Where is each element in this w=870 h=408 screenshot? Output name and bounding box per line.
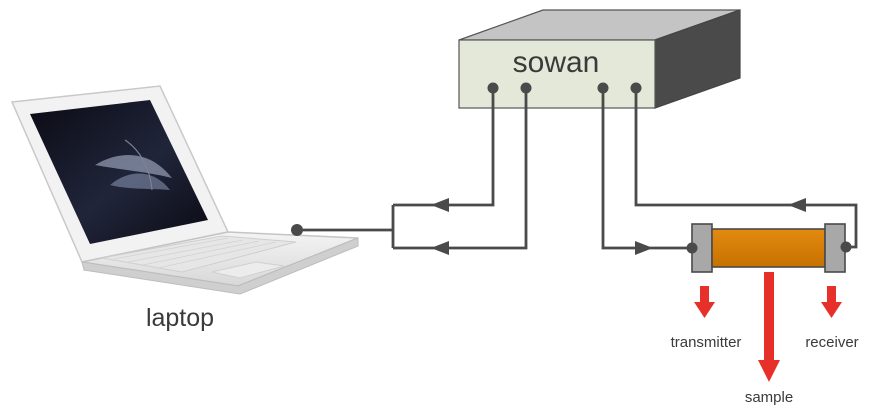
arrow-left-icon — [788, 198, 806, 212]
laptop-keyboard — [101, 235, 297, 273]
port-connector — [520, 82, 532, 94]
wiring — [297, 88, 858, 250]
wire-port-3 — [601, 88, 690, 250]
receiver-connector — [840, 241, 852, 253]
port-connector — [597, 82, 609, 94]
sample-assembly — [686, 223, 852, 273]
transmitter-connector — [686, 242, 698, 254]
transmitter-label: transmitter — [671, 334, 742, 351]
wire-port-2 — [393, 88, 528, 250]
laptop-label: laptop — [146, 304, 214, 332]
laptop-trackpad — [211, 261, 285, 279]
sowan-device — [458, 9, 741, 109]
arrow-left-icon — [431, 241, 449, 255]
wallpaper-leaf-icon — [95, 139, 172, 191]
laptop-illustration — [10, 85, 359, 295]
laptop-screen — [30, 100, 208, 244]
wire-arrows — [431, 198, 806, 255]
sample-pointer-arrow-icon — [758, 272, 780, 382]
pointer-arrows — [694, 272, 842, 382]
device-ports — [291, 82, 642, 236]
device-label: sowan — [513, 46, 600, 79]
wire-port-1 — [393, 88, 495, 207]
receiver-label: receiver — [805, 334, 858, 351]
receiver-pointer-arrow-icon — [821, 286, 842, 318]
port-connector — [630, 82, 642, 94]
port-connector — [487, 82, 499, 94]
arrow-left-icon — [431, 198, 449, 212]
transmitter-pointer-arrow-icon — [694, 286, 715, 318]
arrow-right-icon — [635, 241, 653, 255]
wire-port-4 — [634, 88, 858, 249]
sample-label: sample — [745, 389, 793, 406]
sample-bar — [711, 228, 826, 268]
laptop-connector — [291, 224, 303, 236]
